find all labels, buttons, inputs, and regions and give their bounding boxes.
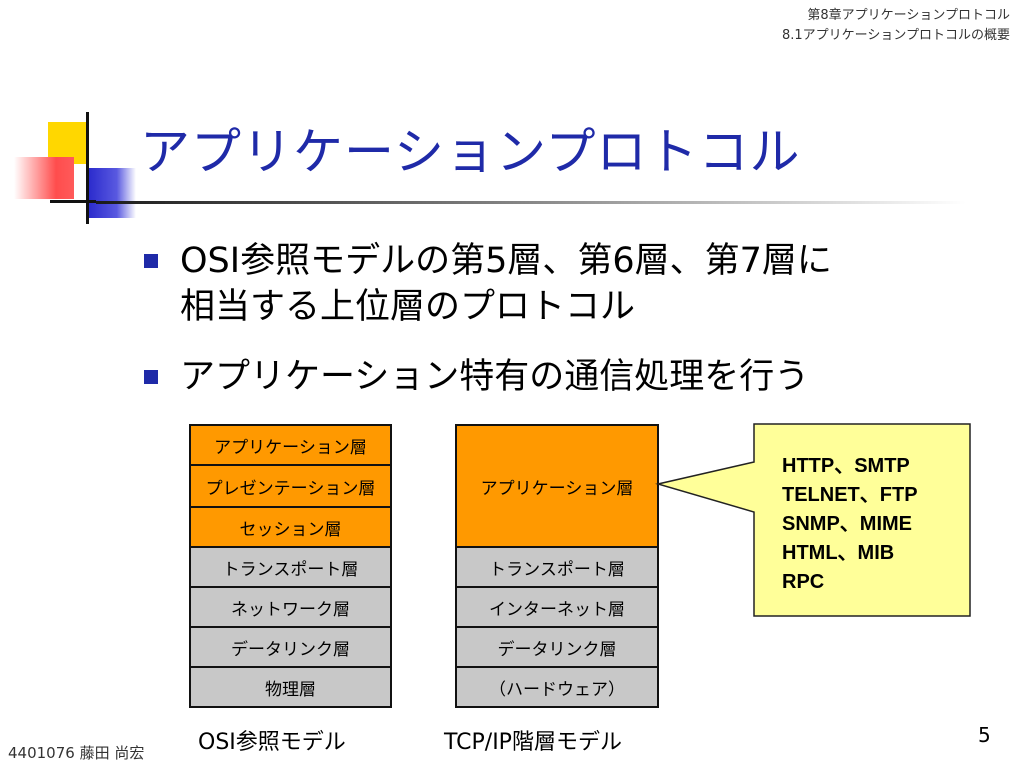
protocol-callout-text: HTTP、SMTP TELNET、FTP SNMP、MIME HTML、MIB … xyxy=(782,452,918,597)
tcpip-layer-transport: トランスポート層 xyxy=(455,546,659,588)
tcpip-layer-application: アプリケーション層 xyxy=(455,424,659,548)
protocol-list-item: TELNET、FTP xyxy=(782,484,918,506)
chapter-label: 第8章アプリケーションプロトコル xyxy=(807,8,1010,23)
osi-model-caption: OSI参照モデル xyxy=(198,730,346,755)
slide-title: アプリケーションプロトコル xyxy=(140,123,801,181)
tcpip-layer-hardware: （ハードウェア） xyxy=(455,666,659,708)
bullet-item: アプリケーション特有の通信処理を行う xyxy=(144,354,809,400)
bullet-text-line: 相当する上位層のプロトコル xyxy=(180,287,636,327)
footer-author: 4401076 藤田 尚宏 xyxy=(8,744,145,762)
osi-layer-datalink: データリンク層 xyxy=(189,626,392,668)
osi-layer-physical: 物理層 xyxy=(189,666,392,708)
protocol-callout-shape xyxy=(655,423,971,617)
osi-layer-session: セッション層 xyxy=(189,506,392,548)
logo-horizontal-line xyxy=(50,200,96,203)
slide-header: 第8章アプリケーションプロトコル 8.1アプリケーションプロトコルの概要 xyxy=(782,6,1010,46)
tcpip-model-caption: TCP/IP階層モデル xyxy=(444,730,622,755)
bullet-text-line: アプリケーション特有の通信処理を行う xyxy=(180,357,810,397)
logo-blue-square xyxy=(88,168,136,218)
protocol-list-item: HTML、MIB xyxy=(782,542,895,564)
logo-red-square xyxy=(14,157,74,199)
tcpip-layer-internet: インターネット層 xyxy=(455,586,659,628)
bullet-item: OSI参照モデルの第5層、第6層、第7層に 相当する上位層のプロトコル xyxy=(144,238,832,330)
title-underline xyxy=(96,201,966,204)
section-label: 8.1アプリケーションプロトコルの概要 xyxy=(781,28,1010,43)
protocol-list-item: RPC xyxy=(782,571,825,593)
tcpip-layer-datalink: データリンク層 xyxy=(455,626,659,668)
osi-layer-application: アプリケーション層 xyxy=(189,424,392,466)
logo-vertical-line xyxy=(86,112,89,224)
bullet-square-icon xyxy=(144,370,158,384)
protocol-list-item: SNMP、MIME xyxy=(782,513,912,535)
bullet-text-line: OSI参照モデルの第5層、第6層、第7層に xyxy=(180,241,832,281)
osi-layer-presentation: プレゼンテーション層 xyxy=(189,464,392,508)
bullet-square-icon xyxy=(144,254,158,268)
osi-layer-transport: トランスポート層 xyxy=(189,546,392,588)
page-number: 5 xyxy=(978,723,991,747)
protocol-list-item: HTTP、SMTP xyxy=(782,455,910,477)
osi-layer-network: ネットワーク層 xyxy=(189,586,392,628)
